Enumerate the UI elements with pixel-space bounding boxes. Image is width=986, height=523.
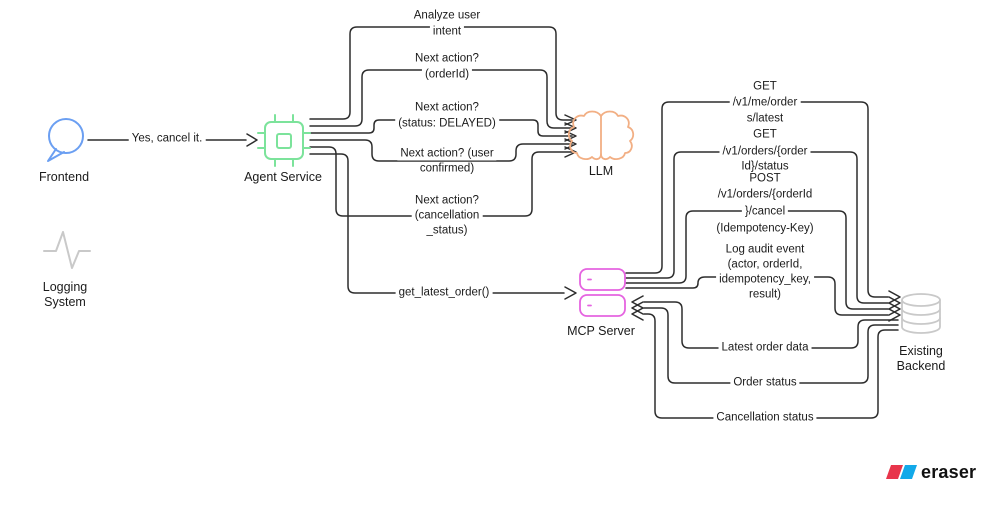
edge-label-next-action-cancellation-line1[interactable]: Next action? [412, 194, 482, 208]
existing-backend-node-label-line1[interactable]: Existing [899, 344, 943, 358]
edge-label-get-me-orders-line1[interactable]: GET [750, 80, 780, 94]
edge-label-cancellation-status[interactable]: Cancellation status [713, 411, 817, 425]
edge-label-analyze-intent-line2[interactable]: intent [429, 25, 465, 39]
arrowhead-into-agent [246, 133, 258, 147]
llm-node-label[interactable]: LLM [588, 164, 614, 178]
arrowhead-into-llm-5 [564, 146, 577, 158]
database-icon[interactable] [901, 293, 941, 334]
edge-label-post-cancel-line3[interactable]: }/cancel [741, 205, 789, 219]
existing-backend-node-label-line2[interactable]: Backend [896, 359, 946, 373]
edge-label-next-action-orderid-line2[interactable]: (orderId) [421, 68, 473, 82]
agent-service-node-label[interactable]: Agent Service [244, 170, 322, 184]
edge-label-log-audit-line2[interactable]: (actor, orderId, [724, 258, 806, 272]
edge-label-next-action-cancellation-line2[interactable]: (cancellation [411, 209, 483, 223]
edge-label-get-order-status-line1[interactable]: GET [750, 128, 780, 142]
edge-label-post-cancel-line1[interactable]: POST [746, 172, 784, 186]
arrowhead-into-backend-1 [888, 290, 901, 304]
edge-mcp-backend-4 [625, 276, 889, 316]
edge-label-get-order-status-line3[interactable]: Id}/status [738, 160, 792, 174]
arrowhead-into-mcp-left [564, 286, 577, 300]
edge-label-next-action-cancellation-line3[interactable]: _status) [423, 224, 471, 238]
edge-label-next-action-delayed-line2[interactable]: (status: DELAYED) [395, 117, 499, 131]
eraser-logo-icon[interactable] [886, 465, 917, 479]
edge-label-log-audit-line3[interactable]: idempotency_key, [716, 273, 814, 287]
edge-label-post-cancel-line4[interactable]: (Idempotency-Key) [713, 222, 817, 236]
mcp-server-node-label[interactable]: MCP Server [567, 324, 635, 338]
edge-label-get-latest-order[interactable]: get_latest_order() [395, 286, 493, 300]
edge-label-latest-order-data[interactable]: Latest order data [718, 341, 812, 355]
edge-agent-mcp [309, 153, 565, 294]
edge-label-log-audit-line1[interactable]: Log audit event [722, 243, 808, 257]
edge-agent-llm-4 [309, 139, 573, 162]
pulse-icon[interactable] [43, 231, 91, 269]
arrowhead-into-llm-1 [564, 114, 577, 126]
edge-label-next-action-delayed-line1[interactable]: Next action? [412, 101, 482, 115]
arrowhead-into-backend-3 [888, 302, 901, 316]
arrowhead-into-mcp-right-3 [631, 307, 644, 321]
edge-label-next-action-orderid-line1[interactable]: Next action? [412, 52, 482, 66]
arrowhead-into-llm-4 [564, 138, 577, 150]
edge-label-order-status[interactable]: Order status [730, 376, 800, 390]
edge-label-post-cancel-line2[interactable]: /v1/orders/{orderId [714, 188, 816, 202]
logging-system-node-label-line2[interactable]: System [44, 295, 86, 309]
arrowhead-into-mcp-right-2 [631, 301, 644, 315]
edge-label-get-order-status-line2[interactable]: /v1/orders/{order [719, 145, 811, 159]
edge-label-get-me-orders-line2[interactable]: /v1/me/order [729, 96, 801, 110]
brain-icon[interactable] [567, 110, 635, 161]
cpu-icon[interactable] [257, 114, 311, 167]
server-icon[interactable] [579, 268, 626, 317]
frontend-node-label[interactable]: Frontend [38, 170, 90, 184]
edge-label-analyze-intent-line1[interactable]: Analyze user [410, 9, 484, 23]
edge-label-next-action-confirmed-line2[interactable]: confirmed) [416, 162, 478, 176]
arrowhead-into-mcp-right-1 [631, 295, 644, 309]
edge-label-get-me-orders-line3[interactable]: s/latest [743, 112, 787, 126]
logging-system-node-label-line1[interactable]: Logging [42, 280, 88, 294]
edge-label-next-action-confirmed-line1[interactable]: Next action? (user [397, 147, 497, 161]
eraser-wordmark[interactable]: eraser [921, 462, 977, 482]
edge-label-yes-cancel[interactable]: Yes, cancel it. [128, 132, 206, 146]
chat-bubble-icon[interactable] [47, 118, 84, 162]
arrowhead-into-backend-2 [888, 296, 901, 310]
edge-label-log-audit-line4[interactable]: result) [746, 288, 784, 302]
arrowhead-into-backend-4 [888, 308, 901, 322]
